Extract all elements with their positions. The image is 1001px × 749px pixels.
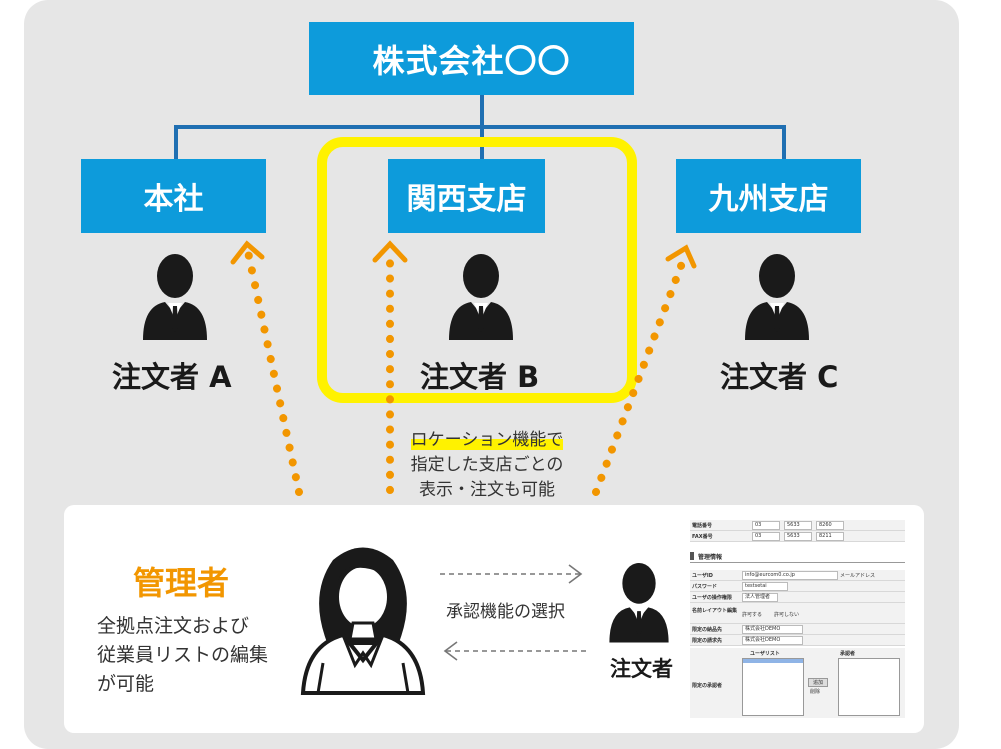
selected-user	[743, 659, 803, 663]
form-row-approver: 限定の承認者 ユーザリスト 承認者 追加 削除	[690, 648, 905, 718]
admin-desc-line: 全拠点注文および	[97, 615, 250, 637]
person-icon	[449, 254, 513, 340]
location-note: ロケーション機能で 指定した支店ごとの 表示・注文も可能	[394, 428, 580, 503]
role-select[interactable]: 法人管理者	[742, 593, 778, 602]
approval-label: 承認機能の選択	[446, 602, 565, 622]
orderer-small-label: 注文者	[610, 657, 673, 681]
arrowhead-b	[372, 240, 408, 263]
fax-field-1[interactable]: 03	[752, 532, 780, 541]
person-icon	[143, 254, 207, 340]
location-note-line2: 指定した支店ごとの	[410, 455, 564, 475]
user-settings-form: 電話番号 03 5633 8260 FAX番号 03 5633 8211 管理情…	[690, 520, 905, 718]
form-row-billing: 限定の請求先 株式会社DEMO	[690, 635, 905, 646]
phone-field-2[interactable]: 5633	[784, 521, 812, 530]
company-box: 株式会社〇〇	[309, 22, 634, 95]
drop-line-honsha	[174, 125, 178, 159]
fax-field-2[interactable]: 5633	[784, 532, 812, 541]
orderer-a-label: 注文者 A	[112, 360, 232, 394]
form-row-delivery: 限定の納品先 株式会社DEMO	[690, 624, 905, 635]
branch-kyushu: 九州支店	[676, 159, 861, 233]
admin-desc-line: 従業員リストの編集	[97, 644, 269, 666]
person-icon	[609, 563, 669, 643]
admin-desc-line: が可能	[97, 673, 155, 695]
fax-field-3[interactable]: 8211	[816, 532, 844, 541]
form-row-password: パスワード testsetai	[690, 581, 905, 592]
delivery-select[interactable]: 株式会社DEMO	[742, 625, 803, 634]
phone-field-3[interactable]: 8260	[816, 521, 844, 530]
location-highlight-frame	[317, 137, 637, 403]
remove-button[interactable]: 削除	[810, 689, 821, 695]
branch-kansai: 関西支店	[388, 159, 545, 233]
location-note-line3: 表示・注文も可能	[419, 480, 555, 500]
user-list-box[interactable]	[742, 658, 804, 716]
arrowhead-a	[230, 240, 265, 265]
arrowhead-c	[665, 244, 697, 269]
dotted-arrow-c	[592, 254, 688, 496]
person-icon	[745, 254, 809, 340]
trunk-line	[480, 95, 484, 127]
billing-select[interactable]: 株式会社DEMO	[742, 636, 803, 645]
dotted-arrow-a	[244, 248, 303, 496]
password-input[interactable]: testsetai	[742, 582, 788, 591]
orderer-b-label: 注文者 B	[420, 360, 540, 394]
admin-person-icon	[300, 547, 426, 695]
form-row-userid: ユーザID info@eurcom0.co.jp メールアドレス	[690, 570, 905, 581]
layout-option-allow[interactable]: 許可する	[742, 612, 763, 618]
form-row-layout: 名前レイアウト編集 許可する 許可しない	[690, 603, 905, 624]
layout-option-deny[interactable]: 許可しない	[774, 612, 800, 618]
orderer-c-label: 注文者 C	[720, 360, 839, 394]
userid-input[interactable]: info@eurcom0.co.jp	[742, 571, 838, 580]
form-row-fax: FAX番号 03 5633 8211	[690, 531, 905, 542]
arrowhead-right	[568, 564, 583, 584]
approver-list-box[interactable]	[838, 658, 900, 716]
form-row-phone: 電話番号 03 5633 8260	[690, 520, 905, 531]
add-button[interactable]: 追加	[808, 678, 828, 687]
location-note-highlight: ロケーション機能で	[410, 430, 564, 450]
form-section-header: 管理情報	[690, 550, 905, 563]
section-marker	[690, 552, 694, 560]
arrowhead-left	[443, 641, 458, 661]
admin-title: 管理者	[133, 564, 230, 602]
drop-line-kyushu	[782, 125, 786, 159]
phone-field-1[interactable]: 03	[752, 521, 780, 530]
branch-honsha: 本社	[81, 159, 266, 233]
form-row-role: ユーザの操作権限 法人管理者	[690, 592, 905, 603]
admin-description: 全拠点注文および 従業員リストの編集 が可能	[97, 612, 297, 699]
